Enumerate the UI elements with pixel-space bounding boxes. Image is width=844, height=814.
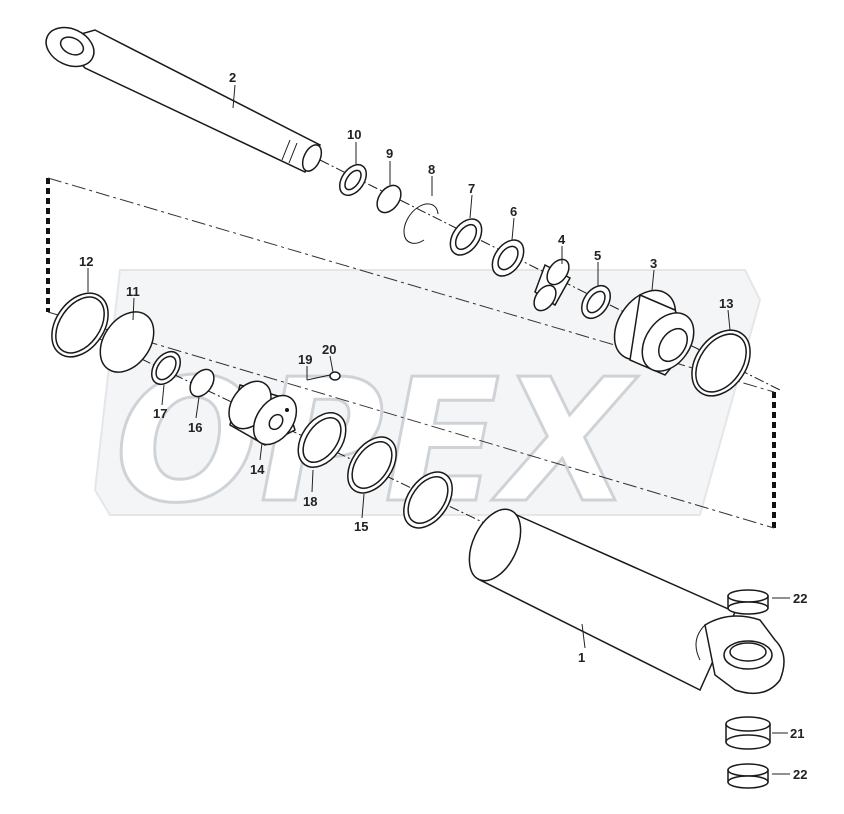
label-20: 20 bbox=[322, 342, 336, 357]
rod-seal bbox=[491, 239, 525, 277]
dust-seal-bottom bbox=[727, 763, 769, 789]
backup-ring bbox=[376, 184, 402, 214]
piston-seal bbox=[297, 412, 347, 468]
label-22-bottom: 22 bbox=[793, 767, 807, 782]
label-17: 17 bbox=[153, 406, 167, 421]
label-7: 7 bbox=[468, 181, 475, 196]
label-11: 11 bbox=[126, 284, 140, 299]
label-9: 9 bbox=[386, 146, 393, 161]
dust-seal-top bbox=[727, 589, 769, 615]
backup-ring-12 bbox=[51, 292, 109, 358]
watermark: OPEX bbox=[93, 269, 762, 543]
backup-ring-17 bbox=[150, 350, 182, 386]
snap-ring bbox=[403, 203, 439, 244]
label-12: 12 bbox=[79, 254, 93, 269]
label-18: 18 bbox=[303, 494, 317, 509]
o-ring-13 bbox=[691, 329, 751, 397]
label-22-top: 22 bbox=[793, 591, 807, 606]
piston-rod bbox=[45, 26, 323, 173]
cylinder-head bbox=[613, 289, 695, 376]
piston bbox=[228, 380, 298, 446]
bushing bbox=[533, 258, 572, 312]
ring-unlabelled bbox=[403, 471, 453, 529]
cylinder-barrel bbox=[468, 508, 785, 695]
label-4: 4 bbox=[558, 232, 566, 247]
dust-wiper bbox=[338, 163, 368, 197]
wear-ring bbox=[347, 436, 397, 494]
label-3: 3 bbox=[650, 256, 657, 271]
o-ring-11 bbox=[99, 311, 155, 373]
label-14: 14 bbox=[250, 462, 265, 477]
ball bbox=[329, 371, 341, 381]
label-8: 8 bbox=[428, 162, 435, 177]
o-ring-16 bbox=[189, 368, 215, 398]
label-5: 5 bbox=[594, 248, 601, 263]
callout-labels: 2 10 9 8 7 6 4 5 3 13 12 11 17 16 14 18 … bbox=[79, 70, 807, 782]
label-13: 13 bbox=[719, 296, 733, 311]
leader-lines bbox=[87, 84, 790, 775]
ring bbox=[580, 284, 612, 320]
label-10: 10 bbox=[347, 127, 361, 142]
spherical-bearing bbox=[725, 716, 771, 750]
label-21: 21 bbox=[790, 726, 804, 741]
label-6: 6 bbox=[510, 204, 517, 219]
label-15: 15 bbox=[354, 519, 368, 534]
label-1: 1 bbox=[578, 650, 585, 665]
label-19: 19 bbox=[298, 352, 312, 367]
label-16: 16 bbox=[188, 420, 202, 435]
set-screw bbox=[306, 374, 331, 381]
buffer-seal bbox=[449, 218, 483, 256]
label-2: 2 bbox=[229, 70, 236, 85]
